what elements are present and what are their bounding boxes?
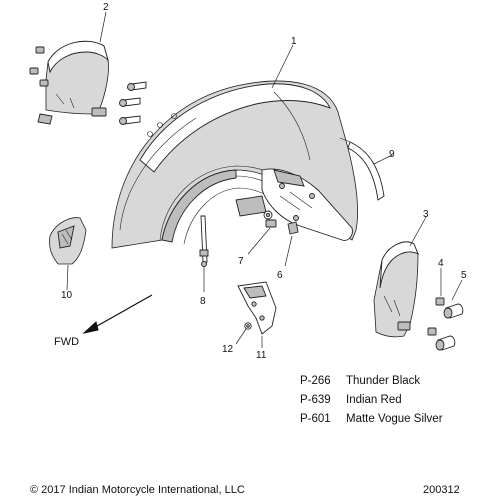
part-2-fender-skirt [37, 11, 109, 125]
callout-3: 3 [423, 209, 429, 220]
part-3-side-cover [373, 216, 427, 338]
diagram-id: 200312 [423, 484, 460, 496]
callout-7: 7 [238, 256, 244, 267]
callout-9: 9 [389, 149, 395, 160]
legend-code-2: P-639 [300, 394, 331, 406]
callout-10: 10 [61, 290, 73, 301]
forward-direction-arrow [82, 294, 153, 334]
part-12-screw [235, 322, 252, 345]
copyright-text: © 2017 Indian Motorcycle International, … [30, 484, 245, 496]
part-5-cap [435, 279, 464, 351]
part-4-nut [427, 268, 445, 336]
part-9-trim-strip [339, 137, 393, 201]
callout-4: 4 [438, 258, 444, 269]
color-legend: P-266 Thunder Black P-639 Indian Red P-6… [300, 375, 443, 425]
hardware-bolts-center [119, 81, 147, 125]
part-8-brace-rod [199, 215, 209, 292]
part-10-fender-tip [49, 217, 87, 291]
legend-code-3: P-601 [300, 413, 331, 425]
part-6-fastener [284, 221, 299, 267]
callout-1: 1 [291, 36, 297, 47]
part-11-bracket [237, 281, 277, 348]
part-7-nut-washer [247, 210, 277, 255]
part-1-front-fender [111, 44, 358, 249]
callout-5: 5 [461, 270, 467, 281]
callout-11: 11 [256, 350, 267, 361]
callout-2: 2 [103, 2, 109, 13]
callout-6: 6 [277, 270, 283, 281]
legend-name-3: Matte Vogue Silver [346, 413, 443, 425]
fwd-label: FWD [54, 336, 79, 348]
legend-name-2: Indian Red [346, 394, 402, 406]
callout-12: 12 [222, 344, 234, 355]
fender-inner-bracket [235, 168, 353, 241]
legend-code-1: P-266 [300, 375, 331, 387]
hardware-nuts-left [29, 46, 49, 87]
callout-8: 8 [200, 296, 206, 307]
legend-name-1: Thunder Black [346, 375, 420, 387]
